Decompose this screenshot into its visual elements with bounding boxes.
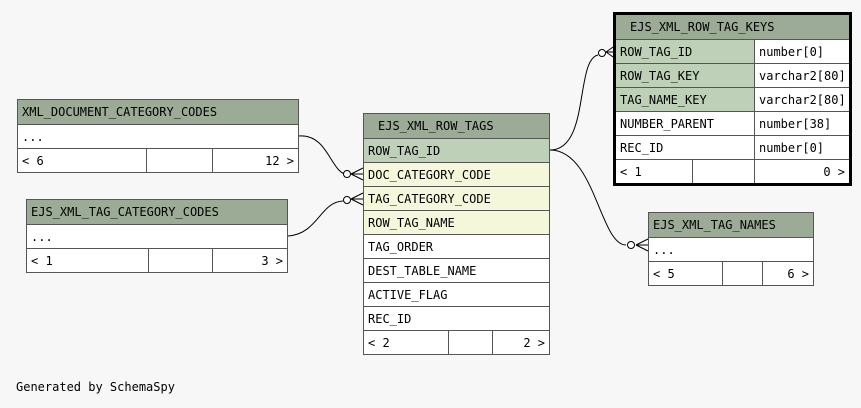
column-type: varchar2[80] xyxy=(754,64,849,87)
column-rec-id: REC_ID xyxy=(364,306,549,330)
column-dest-table-name: DEST_TABLE_NAME xyxy=(364,258,549,282)
table-title: EJS_XML_TAG_CATEGORY_CODES xyxy=(27,200,287,224)
column-type: number[38] xyxy=(754,112,849,135)
parents-count[interactable]: < 1 xyxy=(620,165,642,179)
column-rec-id: REC_ID number[0] xyxy=(616,135,849,159)
nav-spacer xyxy=(448,331,492,354)
column-tag-name-key: TAG_NAME_KEY varchar2[80] xyxy=(616,87,849,111)
table-columns-collapsed: ... xyxy=(649,237,813,261)
table-title: EJS_XML_TAG_NAMES xyxy=(649,213,813,237)
nav-spacer xyxy=(722,262,762,285)
parents-count[interactable]: < 1 xyxy=(31,254,53,268)
nav-spacer xyxy=(148,249,212,272)
column-type: number[0] xyxy=(754,136,849,159)
parents-count[interactable]: < 2 xyxy=(368,336,390,350)
column-active-flag: ACTIVE_FLAG xyxy=(364,282,549,306)
column-row-tag-name: ROW_TAG_NAME xyxy=(364,210,549,234)
edge-tag-category xyxy=(287,200,344,237)
table-columns-collapsed: ... xyxy=(18,124,298,148)
table-title: XML_DOCUMENT_CATEGORY_CODES xyxy=(18,100,298,124)
table-columns-collapsed: ... xyxy=(27,224,287,248)
nav-spacer xyxy=(692,160,754,183)
edge-tag-category-end xyxy=(343,196,351,204)
nav-spacer xyxy=(146,149,212,172)
parents-count[interactable]: < 5 xyxy=(653,267,675,281)
column-number-parent: NUMBER_PARENT number[38] xyxy=(616,111,849,135)
children-count[interactable]: 0 > xyxy=(754,160,849,183)
table-nav: < 2 2 > xyxy=(364,330,549,354)
edge-row-tag-keys-end xyxy=(598,49,606,57)
edge-doc-category xyxy=(298,135,351,176)
table-nav: < 1 3 > xyxy=(27,248,287,272)
column-row-tag-key: ROW_TAG_KEY varchar2[80] xyxy=(616,63,849,87)
edge-tag-names xyxy=(549,149,627,246)
column-name: ROW_TAG_ID xyxy=(620,45,693,59)
children-count[interactable]: 2 > xyxy=(492,331,549,354)
column-row-tag-id: ROW_TAG_ID number[0] xyxy=(616,39,849,63)
table-ejs-xml-tag-names[interactable]: EJS_XML_TAG_NAMES ... < 5 6 > xyxy=(648,212,814,286)
edge-tag-names-end xyxy=(627,241,635,249)
children-count[interactable]: 6 > xyxy=(762,262,813,285)
table-title: EJS_XML_ROW_TAGS xyxy=(364,114,549,138)
column-row-tag-id: ROW_TAG_ID xyxy=(364,138,549,162)
table-xml-document-category-codes[interactable]: XML_DOCUMENT_CATEGORY_CODES ... < 6 12 > xyxy=(17,99,299,173)
children-count[interactable]: 12 > xyxy=(212,149,298,172)
table-nav: < 6 12 > xyxy=(18,148,298,172)
children-count[interactable]: 3 > xyxy=(212,249,287,272)
parents-count[interactable]: < 6 xyxy=(22,154,44,168)
table-title: EJS_XML_ROW_TAG_KEYS xyxy=(616,15,849,39)
column-name: ROW_TAG_KEY xyxy=(620,69,700,83)
column-name: REC_ID xyxy=(620,141,664,155)
table-nav: < 5 6 > xyxy=(649,261,813,285)
column-doc-category-code: DOC_CATEGORY_CODE xyxy=(364,162,549,186)
edge-row-tag-keys xyxy=(549,54,599,151)
table-ejs-xml-tag-category-codes[interactable]: EJS_XML_TAG_CATEGORY_CODES ... < 1 3 > xyxy=(26,199,288,273)
column-tag-category-code: TAG_CATEGORY_CODE xyxy=(364,186,549,210)
table-ejs-xml-row-tag-keys[interactable]: EJS_XML_ROW_TAG_KEYS ROW_TAG_ID number[0… xyxy=(613,12,852,186)
column-name: TAG_NAME_KEY xyxy=(620,93,707,107)
generated-by-footer: Generated by SchemaSpy xyxy=(16,380,175,394)
edge-doc-category-end xyxy=(343,170,351,178)
column-type: number[0] xyxy=(754,40,849,63)
column-type: varchar2[80] xyxy=(754,88,849,111)
table-nav: < 1 0 > xyxy=(616,159,849,183)
table-ejs-xml-row-tags[interactable]: EJS_XML_ROW_TAGS ROW_TAG_ID DOC_CATEGORY… xyxy=(363,113,550,355)
column-name: NUMBER_PARENT xyxy=(620,117,714,131)
column-tag-order: TAG_ORDER xyxy=(364,234,549,258)
